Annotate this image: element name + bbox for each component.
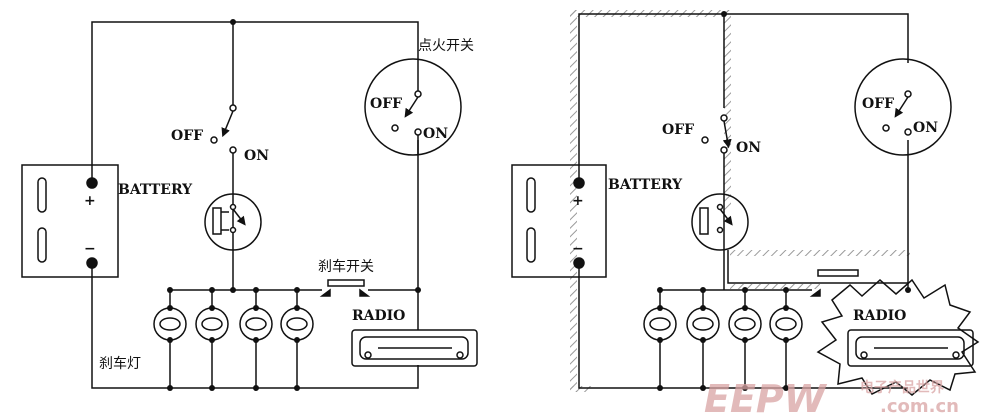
left-brake-lamps — [153, 307, 314, 341]
left-wires — [91, 21, 419, 389]
left-relay — [204, 193, 262, 251]
left-circuit — [21, 19, 478, 391]
left-ignition-off-label: OFF — [370, 96, 402, 112]
brake-lamp — [643, 307, 677, 341]
left-radio — [351, 329, 478, 367]
right-wires — [578, 13, 909, 389]
right-brake-lamps — [643, 307, 803, 341]
right-hatched-paths — [570, 10, 910, 392]
left-brake-switch-label: 刹车开关 — [318, 258, 374, 275]
brake-lamp — [769, 307, 803, 341]
left-battery-label: BATTERY — [118, 182, 193, 198]
watermark-logo: EEPW — [704, 377, 828, 418]
left-ignition-switch-label: 点火开关 — [418, 38, 474, 54]
right-battery-minus: − — [572, 241, 584, 257]
brake-lamp — [686, 307, 720, 341]
left-cab-off-label: OFF — [171, 128, 203, 144]
right-labels: OFF ON BATTERY + − OFF ON RADIO — [572, 96, 938, 324]
right-brake-switch — [809, 269, 859, 297]
right-battery-label: BATTERY — [608, 177, 683, 193]
watermark-tagline: 电子产品世界 — [860, 379, 945, 396]
watermark-url: .com.cn — [880, 396, 959, 417]
brake-lamp — [195, 307, 229, 341]
left-battery — [21, 164, 119, 278]
right-relay — [691, 193, 749, 251]
left-battery-minus: − — [84, 241, 96, 257]
left-radio-label: RADIO — [352, 308, 405, 324]
right-ignition-on-label: ON — [913, 120, 938, 136]
left-brake-lights-label: 刹车灯 — [99, 355, 141, 372]
right-cab-off-label: OFF — [662, 122, 694, 138]
left-cab-on-label: ON — [244, 148, 269, 164]
right-battery — [511, 164, 607, 278]
watermark: EEPW 电子产品世界 .com.cn — [704, 377, 959, 418]
right-junctions — [657, 11, 911, 391]
radio-burst — [816, 278, 980, 396]
left-junctions — [167, 19, 421, 391]
brake-lamp — [280, 307, 314, 341]
left-ignition-on-label: ON — [423, 126, 448, 142]
right-ignition-off-label: OFF — [862, 96, 894, 112]
left-labels: OFF ON BATTERY + − 点火开关 OFF ON 刹车开关 RADI… — [84, 38, 474, 372]
left-battery-plus: + — [84, 193, 96, 209]
right-cab-on-label: ON — [736, 140, 761, 156]
right-ignition-switch — [854, 58, 952, 156]
right-battery-plus: + — [572, 193, 584, 209]
left-ignition-switch — [364, 55, 462, 156]
brake-lamp — [153, 307, 187, 341]
right-radio-label: RADIO — [853, 308, 906, 324]
left-brake-selector-switch — [210, 104, 237, 154]
brake-lamp — [728, 307, 762, 341]
left-brake-switch — [319, 279, 371, 297]
right-circuit — [511, 11, 980, 396]
brake-lamp — [239, 307, 273, 341]
right-radio — [816, 278, 980, 396]
right-brake-selector-switch — [701, 114, 732, 154]
